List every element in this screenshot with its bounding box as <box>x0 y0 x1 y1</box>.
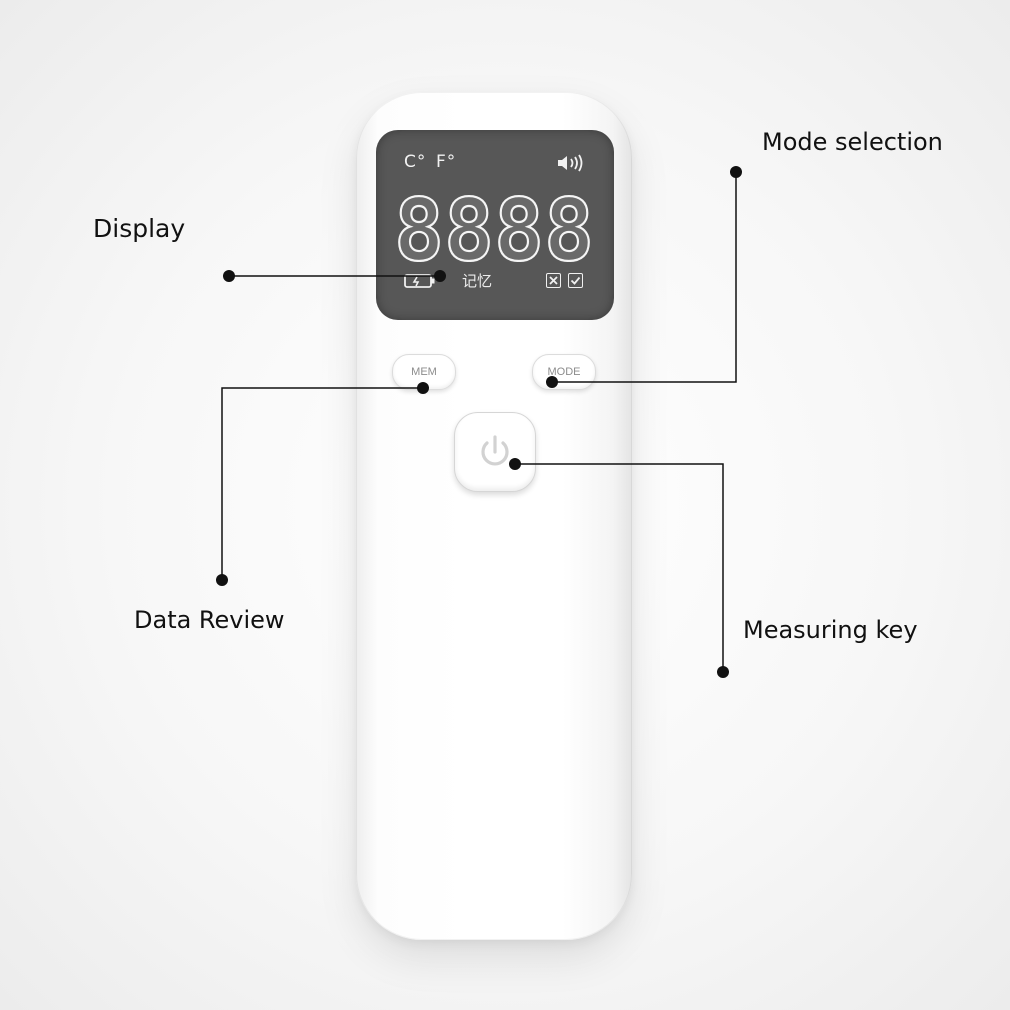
fahrenheit-unit-label: F° <box>436 152 457 172</box>
battery-icon <box>404 274 435 288</box>
check-box-icon <box>568 273 583 288</box>
digits-readout: 8888 <box>398 190 594 262</box>
power-icon <box>481 435 509 466</box>
x-box-icon <box>546 273 561 288</box>
speaker-volume-icon <box>558 154 583 172</box>
mode-leader-dot <box>730 166 742 178</box>
data-review-callout-label: Data Review <box>134 606 285 634</box>
memory-label: 记忆 <box>462 272 493 290</box>
power-button[interactable] <box>454 412 536 492</box>
mem-button[interactable]: MEM <box>392 354 456 390</box>
measuring-key-callout-label: Measuring key <box>743 616 918 644</box>
celsius-unit-label: C° <box>404 152 427 172</box>
mode-button[interactable]: MODE <box>532 354 596 390</box>
mode-selection-callout-label: Mode selection <box>762 128 943 156</box>
data-review-leader-dot <box>216 574 228 586</box>
lcd-display: C° F° 8888 记忆 <box>376 130 614 320</box>
thermometer-device: C° F° 8888 记忆 <box>356 92 632 940</box>
display-leader-dot <box>223 270 235 282</box>
seven-segment-digits: 8888 <box>398 190 594 262</box>
display-callout-label: Display <box>93 214 186 243</box>
measuring-key-leader-dot <box>717 666 729 678</box>
